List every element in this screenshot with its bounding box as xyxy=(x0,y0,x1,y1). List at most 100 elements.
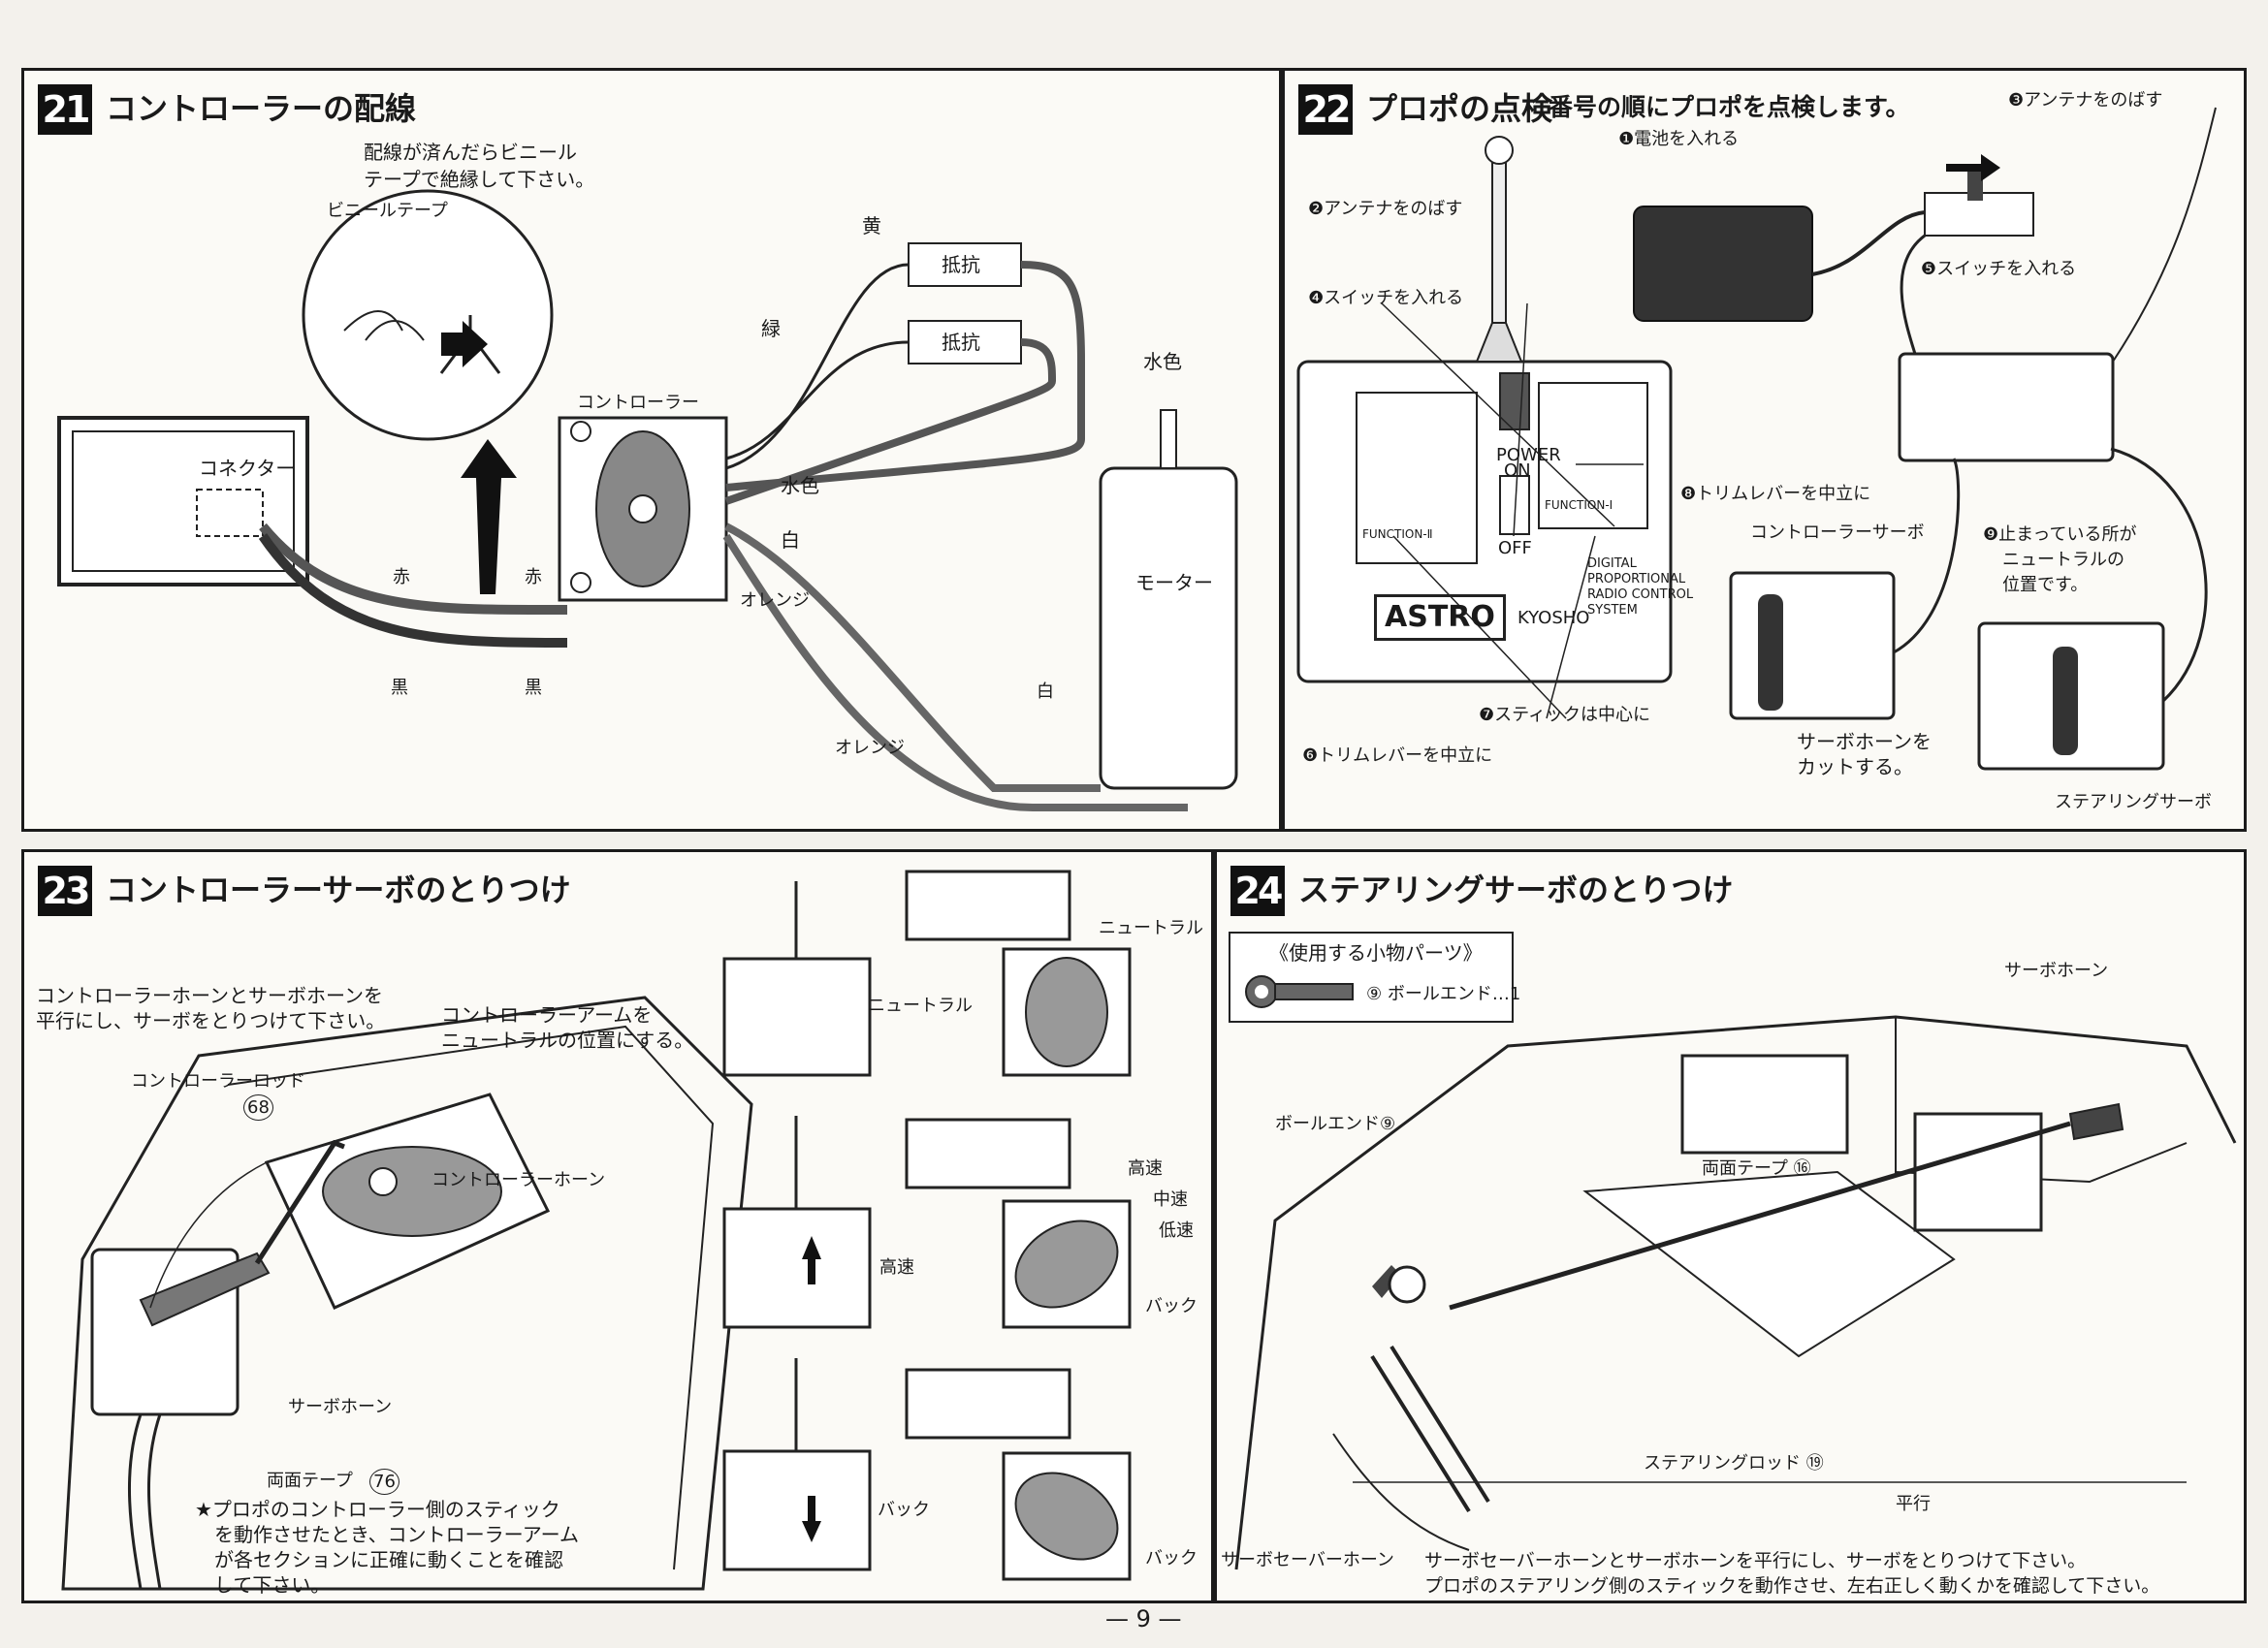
double-tape-label-24: 両面テープ ⑯ xyxy=(1702,1158,1811,1179)
parts-box-item: ⑨ ボールエンド…1 xyxy=(1366,984,1521,1004)
section-23-title: コントローラーサーボのとりつけ xyxy=(106,872,571,908)
instruction-2-line2: ニュートラルの位置にする。 xyxy=(441,1029,694,1052)
white-wire-label-1: 白 xyxy=(781,528,800,552)
function-2-text: FUNCTION-Ⅱ xyxy=(1362,527,1433,541)
model-text: KYOSHO xyxy=(1517,608,1590,628)
digital-prop-line2: PROPORTIONAL xyxy=(1587,572,1686,586)
section-24-panel: 24 ステアリングサーボのとりつけ 《使用する小物パーツ》 ⑨ ボールエンド…1 xyxy=(1214,849,2247,1603)
parallel-label: 平行 xyxy=(1896,1494,1931,1514)
star-note-line3: が各セクションに正確に動くことを確認 xyxy=(214,1548,563,1571)
steering-servo-diagram xyxy=(1234,1015,2237,1570)
black-wire-label-2: 黒 xyxy=(525,678,542,698)
bottom-instruction-line2: プロポのステアリング側のスティックを動作させ、左右正しく動くかを確認して下さい。 xyxy=(1424,1575,2160,1597)
red-wire-label-2: 赤 xyxy=(525,567,542,587)
step-number-21: 21 xyxy=(38,84,92,135)
double-tape-label: 両面テープ xyxy=(267,1471,353,1491)
step-number-24: 24 xyxy=(1230,866,1285,916)
steering-servo-label: ステアリングサーボ xyxy=(2055,792,2212,812)
step-2-label: ❷アンテナをのばす xyxy=(1308,199,1463,219)
servo-horn-label-24: サーボホーン xyxy=(2004,961,2109,981)
cut-horn-line1: サーボホーンを xyxy=(1797,730,1932,753)
section-23-panel: 23 コントローラーサーボのとりつけ xyxy=(21,849,1214,1603)
insulate-note-line1: 配線が済んだらビニール xyxy=(364,141,577,164)
black-wire-label-1: 黒 xyxy=(391,678,408,698)
ball-end-icon xyxy=(1245,975,1354,1008)
instruction-2-line1: コントローラーアームを xyxy=(441,1003,653,1027)
section-24-title: ステアリングサーボのとりつけ xyxy=(1298,872,1734,908)
resistor-label-1: 抵抗 xyxy=(942,253,980,276)
controller-label: コントローラー xyxy=(577,393,699,413)
star-note-line4: して下さい。 xyxy=(214,1573,331,1597)
section-22-panel: 22 プロポの点検 番号の順にプロポを点検します。 xyxy=(1282,68,2247,832)
white-wire-label-2: 白 xyxy=(1037,681,1054,702)
high-speed-label-2: 高速 xyxy=(879,1257,914,1278)
digital-prop-line3: RADIO CONTROL xyxy=(1587,587,1694,602)
step-number-22: 22 xyxy=(1298,84,1353,135)
cut-horn-line2: カットする。 xyxy=(1797,755,1913,778)
parts-box: 《使用する小物パーツ》 ⑨ ボールエンド…1 xyxy=(1229,932,1520,1023)
radio-check-diagram xyxy=(1296,107,2217,771)
parts-box-title: 《使用する小物パーツ》 xyxy=(1269,941,1483,965)
step-9-line2: ニュートラルの xyxy=(2002,550,2124,570)
function-1-text: FUNCTION-Ⅰ xyxy=(1545,498,1613,512)
step-9-line3: 位置です。 xyxy=(2002,575,2089,595)
section-21-panel: 21 コントローラーの配線 xyxy=(21,68,1282,832)
step-1-label: ❶電池を入れる xyxy=(1618,129,1740,149)
motor-label: モーター xyxy=(1135,571,1213,594)
bottom-instruction-line1: サーボセーバーホーンとサーボホーンを平行にし、サーボをとりつけて下さい。 xyxy=(1424,1550,2087,1571)
red-wire-label-1: 赤 xyxy=(393,567,410,587)
on-text: ON xyxy=(1504,460,1531,481)
high-speed-label-1: 高速 xyxy=(1128,1158,1163,1179)
step-6-label: ❻トリムレバーを中立に xyxy=(1302,745,1493,766)
wiring-diagram xyxy=(57,189,1238,811)
servo-horn-label: サーボホーン xyxy=(288,1397,393,1417)
step-number-23: 23 xyxy=(38,866,92,916)
step-4-label: ❹スイッチを入れる xyxy=(1308,288,1464,308)
vinyl-tape-label: ビニールテープ xyxy=(327,201,448,221)
lightblue-wire-label-2: 水色 xyxy=(781,474,819,497)
section-22-title: プロポの点検 xyxy=(1366,90,1553,127)
step-8-label: ❽トリムレバーを中立に xyxy=(1680,484,1871,504)
low-speed-label: 低速 xyxy=(1159,1220,1194,1241)
yellow-wire-label: 黄 xyxy=(862,214,881,238)
page-number: — 9 — xyxy=(1105,1605,1182,1632)
ball-end-label: ボールエンド⑨ xyxy=(1275,1114,1396,1134)
connector-label: コネクター xyxy=(199,457,296,480)
lightblue-wire-label-1: 水色 xyxy=(1143,350,1182,373)
controller-rod-label: コントローラーロッド xyxy=(131,1071,305,1092)
orange-wire-label-2: オレンジ xyxy=(835,738,905,758)
controller-rod-number: 68 xyxy=(243,1094,273,1122)
step-7-label: ❼スティックは中心に xyxy=(1479,705,1651,725)
instruction-1-line2: 平行にし、サーボをとりつけて下さい。 xyxy=(36,1009,386,1032)
controller-servo-diagram xyxy=(61,870,1132,1591)
orange-wire-label-1: オレンジ xyxy=(740,590,810,611)
insulate-note-line2: テープで絶縁して下さい。 xyxy=(364,168,595,191)
power-text: POWER xyxy=(1496,445,1561,465)
section-21-title: コントローラーの配線 xyxy=(106,90,417,127)
steering-rod-label: ステアリングロッド ⑲ xyxy=(1644,1453,1824,1474)
saver-horn-label: サーボセーバーホーン xyxy=(1221,1550,1394,1570)
back-label-3: バック xyxy=(1145,1548,1198,1569)
neutral-label-2: ニュートラル xyxy=(868,996,973,1016)
star-note-line2: を動作させたとき、コントローラーアーム xyxy=(214,1523,579,1546)
back-label-1: バック xyxy=(1145,1296,1198,1316)
step-9-line1: ❾止まっている所が xyxy=(1983,524,2137,545)
controller-horn-label: コントローラーホーン xyxy=(431,1170,606,1190)
instruction-1-line1: コントローラーホーンとサーボホーンを xyxy=(36,984,383,1007)
back-label-2: バック xyxy=(878,1500,930,1520)
digital-prop-line4: SYSTEM xyxy=(1587,603,1638,618)
double-tape-number: 76 xyxy=(369,1469,399,1496)
step-5-label: ❺スイッチを入れる xyxy=(1921,259,2077,279)
resistor-label-2: 抵抗 xyxy=(942,331,980,354)
brand-logo-text: ASTRO xyxy=(1374,594,1506,641)
green-wire-label: 緑 xyxy=(761,317,781,340)
digital-prop-line1: DIGITAL xyxy=(1587,556,1637,571)
controller-servo-label: コントローラーサーボ xyxy=(1750,523,1925,543)
step-3-label: ❸アンテナをのばす xyxy=(2008,90,2163,111)
section-22-subtitle: 番号の順にプロポを点検します。 xyxy=(1549,93,1910,121)
neutral-label-1: ニュートラル xyxy=(1099,918,1203,938)
mid-speed-label: 中速 xyxy=(1153,1189,1188,1210)
star-note-line1: ★プロポのコントローラー側のスティック xyxy=(195,1498,560,1521)
off-text: OFF xyxy=(1498,538,1532,558)
